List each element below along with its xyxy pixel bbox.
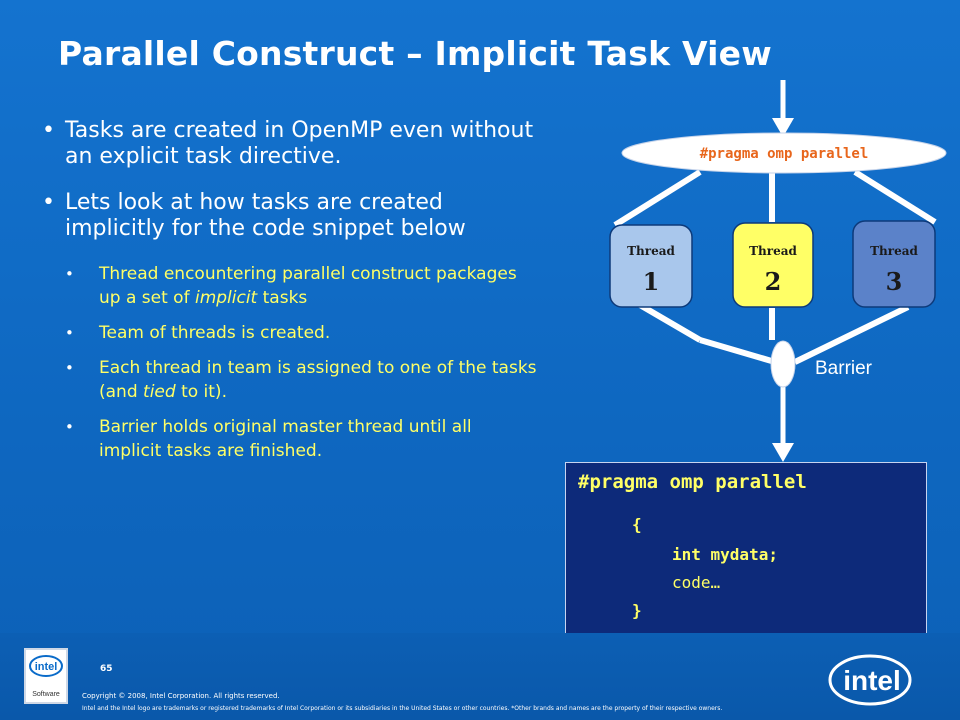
barrier-label: Barrier <box>815 358 873 379</box>
copyright-text: Copyright © 2008, Intel Corporation. All… <box>82 692 280 700</box>
thread-label-3: Thread <box>870 244 918 258</box>
legal-text: Intel and the Intel logo are trademarks … <box>82 705 723 712</box>
slide-title: Parallel Construct – Implicit Task View <box>58 34 772 73</box>
thread-number-2: 2 <box>765 267 782 296</box>
thread-number-3: 3 <box>886 267 903 296</box>
outgoing-arrow-head <box>772 443 794 462</box>
code-snippet: #pragma omp parallel { int mydata; code…… <box>565 462 927 650</box>
code-line: { <box>632 515 642 534</box>
text-span: Barrier holds original master thread unt… <box>99 417 472 461</box>
sub-bullet-item: Barrier holds original master thread unt… <box>38 415 538 463</box>
barrier-ellipse <box>770 340 796 388</box>
svg-text:intel: intel <box>843 665 901 696</box>
svg-text:intel: intel <box>35 661 58 673</box>
text-span: to it). <box>175 382 227 402</box>
bullet-item: Lets look at how tasks are created impli… <box>38 190 538 242</box>
pragma-label: #pragma omp parallel <box>700 146 869 162</box>
thread-number-1: 1 <box>643 267 660 296</box>
fork-line-1 <box>613 169 702 228</box>
fork-line-3 <box>853 169 937 225</box>
badge-caption: Software <box>32 691 60 698</box>
intel-badge-logo: intel <box>29 655 63 677</box>
join-line-3 <box>793 304 910 365</box>
pragma-ellipse <box>621 132 947 174</box>
incoming-arrow-head <box>772 118 794 137</box>
code-line: #pragma omp parallel <box>578 471 807 493</box>
code-line: int mydata; <box>672 545 778 564</box>
join-line-1 <box>638 302 702 343</box>
code-line: } <box>632 601 642 620</box>
text-span: Each thread in team is assigned to one o… <box>99 358 537 402</box>
join-line-1b <box>699 337 776 365</box>
emphasis-text: tied <box>143 382 176 402</box>
thread-label-2: Thread <box>749 244 797 258</box>
thread-label-1: Thread <box>627 244 675 258</box>
page-number: 65 <box>100 664 113 674</box>
intel-software-badge: intel Software <box>24 648 68 704</box>
sub-bullet-item: Team of threads is created. <box>38 321 538 345</box>
sub-bullet-item: Each thread in team is assigned to one o… <box>38 356 538 404</box>
emphasis-text: implicit <box>194 288 258 308</box>
footer-bar <box>0 633 960 720</box>
text-span: Team of threads is created. <box>99 323 331 343</box>
thread-box-2 <box>732 222 814 308</box>
thread-box-3 <box>852 220 936 308</box>
thread-box-1 <box>609 224 693 308</box>
bullet-item: Tasks are created in OpenMP even without… <box>38 118 538 170</box>
sub-bullet-item: Thread encountering parallel construct p… <box>38 262 538 310</box>
text-span: Thread encountering parallel construct p… <box>99 264 517 308</box>
code-line: code… <box>672 573 721 592</box>
intel-logo: intel <box>828 654 912 706</box>
bullet-list: Tasks are created in OpenMP even without… <box>38 118 538 474</box>
text-span: tasks <box>257 288 308 308</box>
